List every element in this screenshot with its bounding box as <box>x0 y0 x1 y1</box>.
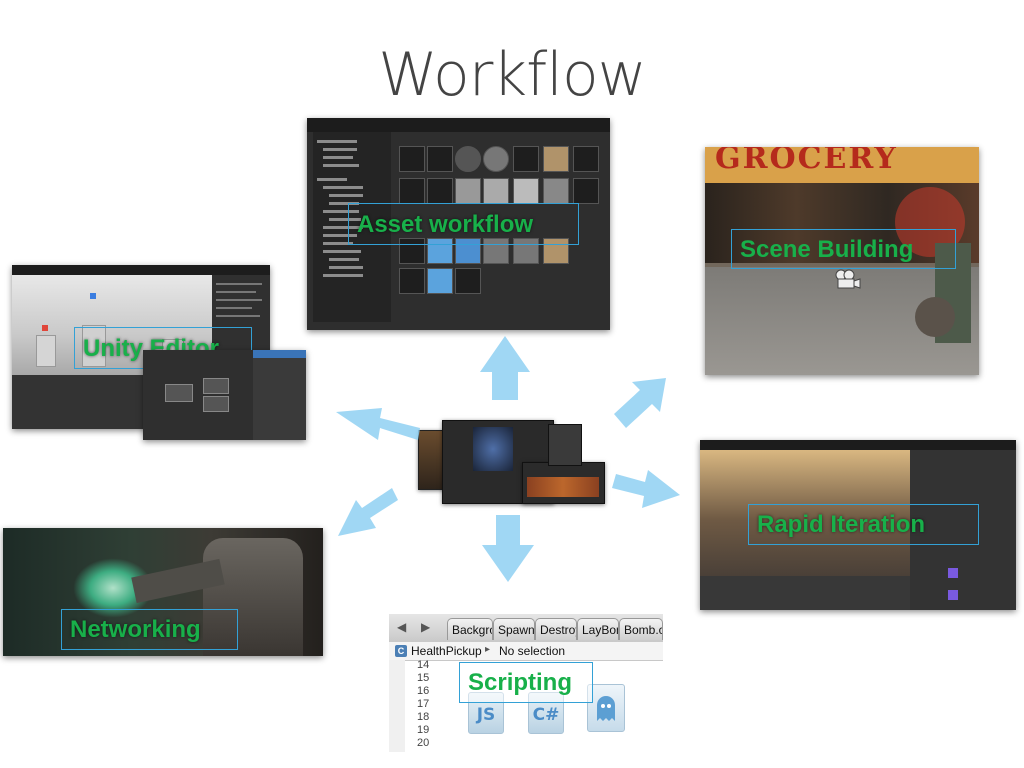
networking-screenshot: Networking <box>3 528 323 656</box>
line-number: 19 <box>417 724 430 736</box>
line-number: 18 <box>417 711 430 723</box>
asset-workflow-label: Asset workflow <box>348 203 579 245</box>
line-number: 15 <box>417 672 430 684</box>
arrow-up-left-icon <box>336 408 420 440</box>
arrow-up-right-icon <box>614 378 666 428</box>
center-preview-screenshot <box>418 420 605 504</box>
tab-laybomb[interactable]: LayBom <box>577 618 619 640</box>
boo-ghost-file-icon <box>587 684 625 732</box>
asset-workflow-screenshot: Asset workflow <box>307 118 610 330</box>
breadcrumb-separator-icon: ▸ <box>485 644 491 655</box>
grocery-sign: GROCERY <box>715 147 898 176</box>
line-number: 14 <box>417 659 430 671</box>
tab-spawner[interactable]: Spawne <box>493 618 535 640</box>
line-number: 20 <box>417 737 430 749</box>
scene-building-label: Scene Building <box>731 229 956 269</box>
unity-editor-overlay-panel <box>143 350 306 440</box>
tab-background[interactable]: Backgro <box>447 618 493 640</box>
camera-icon <box>835 269 861 289</box>
breadcrumb-selection[interactable]: No selection <box>499 644 566 658</box>
back-arrow-icon[interactable]: ◀ <box>397 620 407 634</box>
tab-bomb[interactable]: Bomb.c <box>619 618 663 640</box>
networking-label: Networking <box>61 609 238 650</box>
arrow-down-left-icon <box>338 488 398 536</box>
rapid-iteration-screenshot: Rapid Iteration <box>700 440 1016 610</box>
line-number: 17 <box>417 698 430 710</box>
forward-arrow-icon[interactable]: ▶ <box>421 620 431 634</box>
line-number: 16 <box>417 685 430 697</box>
arrow-up-icon <box>480 336 530 400</box>
arrow-right-icon <box>612 470 680 508</box>
scripting-screenshot: ◀ ▶ Backgro Spawne Destroy LayBom Bomb.c… <box>389 614 663 752</box>
slide-title: Workflow <box>378 40 647 110</box>
breadcrumb-file[interactable]: HealthPickup <box>411 644 482 658</box>
arrow-down-icon <box>482 515 534 582</box>
scene-building-screenshot: GROCERY Scene Building <box>705 147 979 375</box>
rapid-iteration-label: Rapid Iteration <box>748 504 979 545</box>
scripting-label: Scripting <box>459 662 593 703</box>
tab-destroy[interactable]: Destroy <box>535 618 577 640</box>
csharp-file-icon: C <box>395 645 407 657</box>
